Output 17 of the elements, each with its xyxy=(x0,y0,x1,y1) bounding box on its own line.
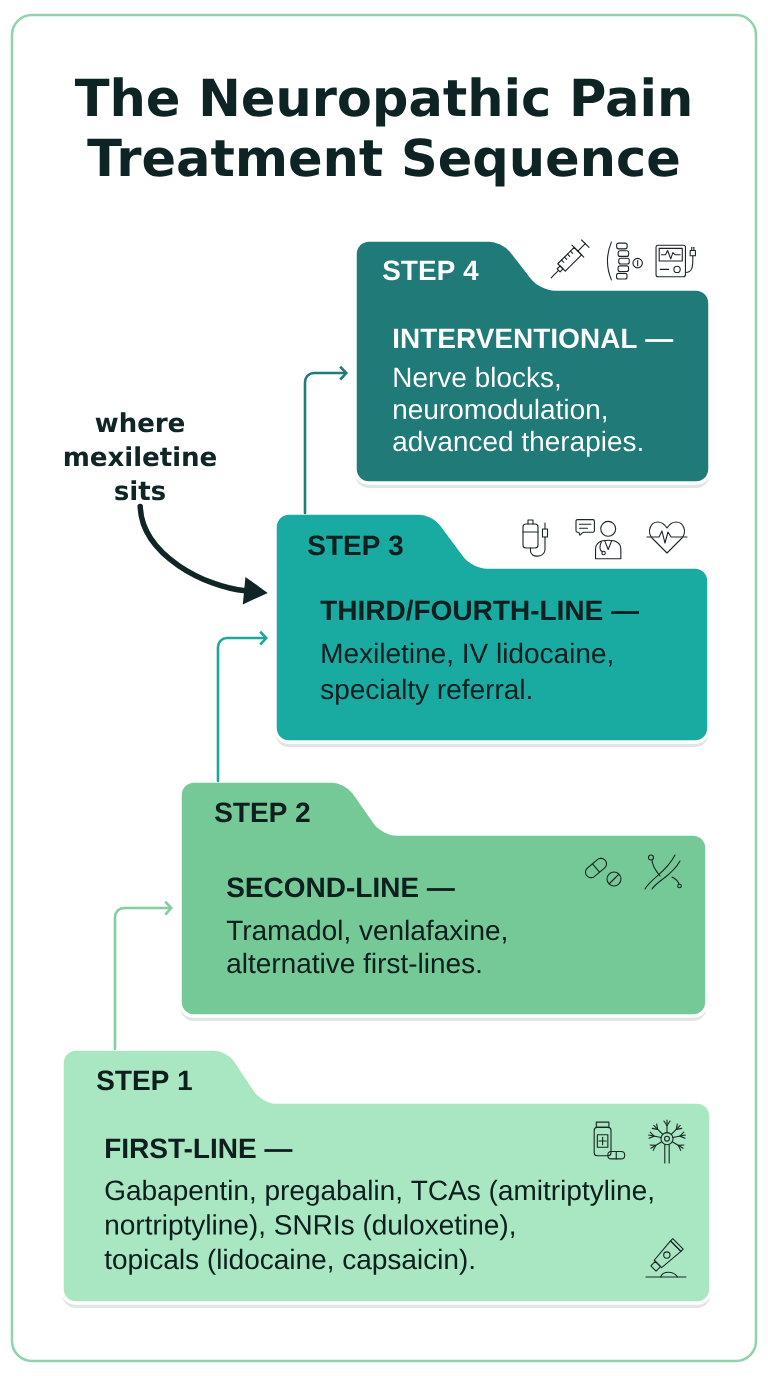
card-text: Mexiletine, IV lidocaine, specialty referral. xyxy=(321,642,612,705)
arrow xyxy=(113,900,173,1051)
card-text: Gabapentin, pregabalin, TCAs (amitriptyline, nortriptyline), SNRIs (duloxetine), topicals (lidocaine, capsaicin). xyxy=(104,1179,653,1275)
step-label: STEP 1 xyxy=(97,1070,192,1091)
card-text: Tramadol, venlafaxine, alternative first-lines. xyxy=(226,919,506,974)
annotation: where mexiletine sits xyxy=(64,412,216,501)
card-heading: THIRD/FOURTH-LINE — xyxy=(320,599,639,621)
step-label: STEP 4 xyxy=(383,260,479,281)
title: The Neuropathic Pain Treatment Sequence xyxy=(75,77,690,187)
arrow xyxy=(216,630,268,783)
card-heading: FIRST-LINE — xyxy=(106,1138,293,1159)
card-text: Nerve blocks, neuromodulation, advanced therapies. xyxy=(393,366,642,457)
step-label: STEP 2 xyxy=(215,802,310,823)
step-label: STEP 3 xyxy=(308,535,403,556)
arrow xyxy=(303,365,348,515)
card-heading: INTERVENTIONAL — xyxy=(394,328,674,349)
card-heading: SECOND-LINE — xyxy=(227,877,455,898)
